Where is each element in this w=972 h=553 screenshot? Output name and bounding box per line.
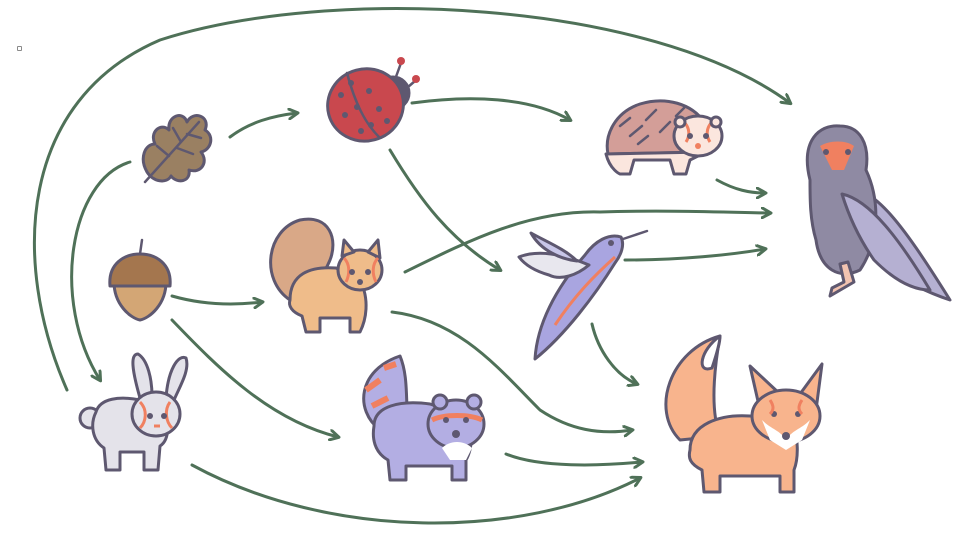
arrow-hummingbird-to-eagle xyxy=(623,249,765,262)
raccoon-icon xyxy=(362,354,486,482)
arrow-rabbit-to-eagle xyxy=(32,7,790,392)
arrow-hummingbird-to-fox xyxy=(590,322,637,384)
arrow-acorn-to-raccoon xyxy=(170,318,338,437)
arrow-hedgehog-to-eagle xyxy=(715,178,765,193)
arrow-oak-leaf-to-ladybug xyxy=(228,113,297,139)
arrows xyxy=(32,7,790,525)
arrow-squirrel-to-eagle xyxy=(403,211,770,274)
arrow-squirrel-to-fox xyxy=(390,310,632,432)
arrow-raccoon-to-fox xyxy=(504,452,642,465)
corner-marker xyxy=(17,46,22,51)
fox-icon xyxy=(664,334,824,494)
arrow-ladybug-to-hedgehog xyxy=(410,97,570,120)
rabbit-icon xyxy=(78,352,189,472)
arrow-oak-leaf-to-rabbit xyxy=(70,160,132,380)
eagle-icon xyxy=(805,124,952,302)
arrow-rabbit-to-fox xyxy=(190,463,640,525)
squirrel-icon xyxy=(269,217,384,334)
hummingbird-icon xyxy=(517,229,649,361)
ladybug-icon xyxy=(326,57,420,143)
acorn-icon xyxy=(108,238,172,322)
oak-leaf-icon xyxy=(141,114,213,184)
hedgehog-icon xyxy=(604,99,724,176)
arrow-ladybug-to-hummingbird xyxy=(388,148,500,270)
arrow-acorn-to-squirrel xyxy=(170,294,262,304)
